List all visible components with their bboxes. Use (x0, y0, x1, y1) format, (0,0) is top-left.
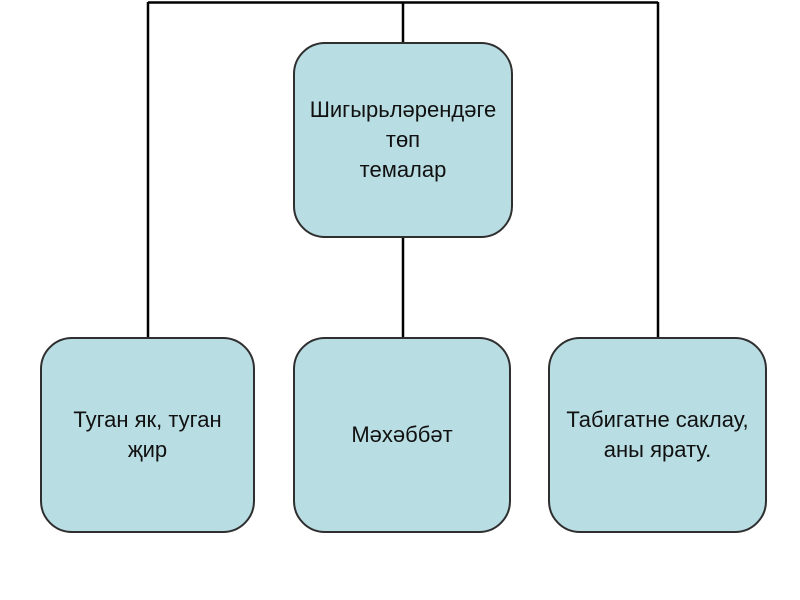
leaf-node-1: Туган як, туган җир (40, 337, 255, 533)
root-topic-label: Шигырьләрендәге төп темалар (309, 97, 497, 182)
leaf-node-2-label: Мәхәббәт (351, 422, 453, 448)
leaf-node-3: Табигатне саклау, аны ярату. (548, 337, 767, 533)
root-topic-node: Шигырьләрендәге төп темалар (293, 42, 513, 238)
leaf-node-2: Мәхәббәт (293, 337, 511, 533)
leaf-node-1-label: Туган як, туган җир (73, 407, 222, 462)
leaf-node-3-label: Табигатне саклау, аны ярату. (566, 407, 749, 462)
